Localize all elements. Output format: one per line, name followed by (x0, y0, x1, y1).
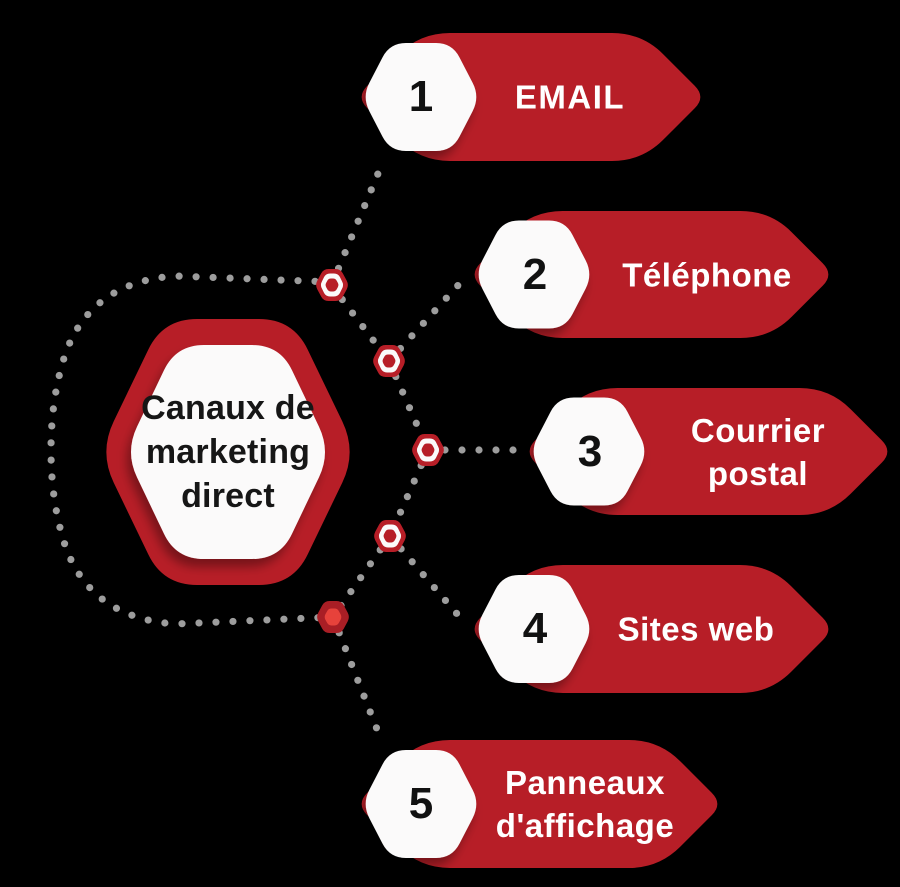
channel-bar-4 (474, 565, 829, 693)
channel-bar-5 (361, 740, 718, 868)
channel-bar-1 (361, 33, 701, 161)
junction-hex-node-icons (316, 269, 444, 633)
central-hexagon (106, 319, 350, 585)
channel-bar-2 (474, 211, 829, 338)
channel-bar-3 (529, 388, 888, 515)
